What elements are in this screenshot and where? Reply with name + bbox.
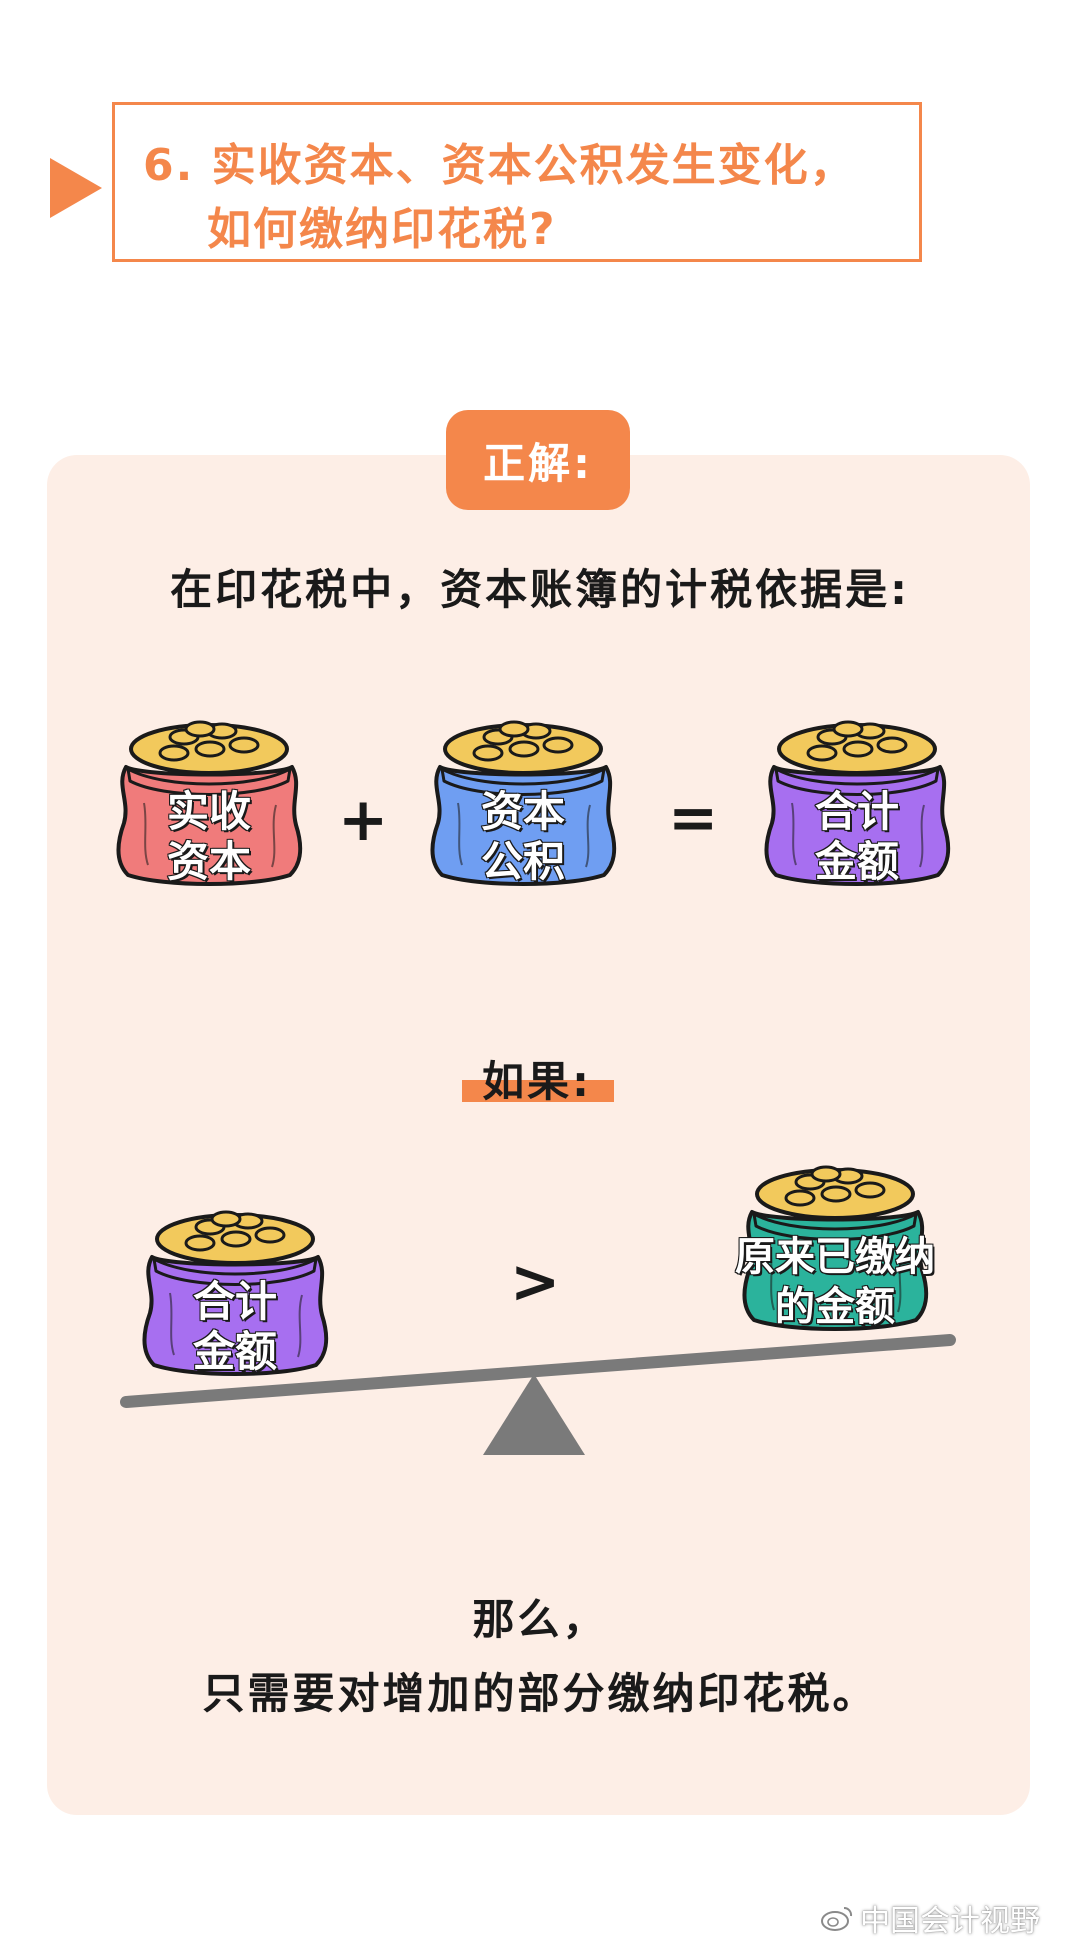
seesaw	[120, 1334, 956, 1455]
money-bag-icon	[742, 1165, 929, 1331]
title-line-1: 6. 实收资本、资本公积发生变化，	[143, 140, 856, 191]
money-bag-icon	[116, 720, 303, 886]
if-highlight	[462, 1080, 614, 1102]
answer-badge: 正解:	[446, 410, 630, 510]
bag-capital-reserve: 资本 公积	[418, 715, 628, 895]
seesaw-beam	[120, 1334, 956, 1408]
seesaw-fulcrum	[483, 1374, 585, 1455]
title-arrow-icon	[50, 158, 102, 218]
title-line-2: 如何缴纳印花税?	[207, 204, 557, 255]
bag-label-line1: 合计	[192, 1276, 278, 1327]
watermark: 中国会计视野	[820, 1896, 1040, 1940]
conclusion-line-2: 只需要对增加的部分缴纳印花税。	[202, 1669, 878, 1718]
bag-label-line2: 公积	[480, 836, 566, 887]
bag-label-line1: 合计	[814, 786, 900, 837]
bag-label-line2: 金额	[192, 1326, 278, 1377]
conclusion-line-1: 那么，	[472, 1595, 608, 1644]
bag-label-line1: 资本	[480, 786, 566, 837]
tax-basis-text: 在印花税中，资本账簿的计税依据是:	[170, 565, 910, 614]
money-bag-icon	[430, 720, 617, 886]
answer-card	[47, 455, 1030, 1815]
bag-label-line2: 资本	[166, 836, 252, 887]
watermark-text: 中国会计视野	[860, 1904, 1040, 1939]
title-box: 6. 实收资本、资本公积发生变化， 如何缴纳印花税?	[112, 102, 922, 262]
money-bag-icon	[764, 720, 951, 886]
bag-label-line2: 的金额	[774, 1283, 896, 1331]
bag-previously-paid: 原来已缴纳 的金额	[730, 1160, 940, 1340]
bag-label-line2: 金额	[814, 836, 900, 887]
bag-total-amount: 合计 金额	[752, 715, 962, 895]
bag-total-amount-left: 合计 金额	[130, 1205, 340, 1385]
if-label: 如果:	[482, 1057, 592, 1106]
equals-sign: =	[668, 783, 719, 853]
bag-paid-in-capital: 实收 资本	[104, 715, 314, 895]
bag-label-line1: 实收	[166, 786, 252, 837]
greater-than-sign: >	[510, 1247, 561, 1317]
money-bag-icon	[142, 1210, 329, 1376]
bag-label-line1: 原来已缴纳	[734, 1233, 936, 1281]
plus-sign: +	[338, 785, 389, 855]
weibo-icon	[821, 1906, 853, 1931]
